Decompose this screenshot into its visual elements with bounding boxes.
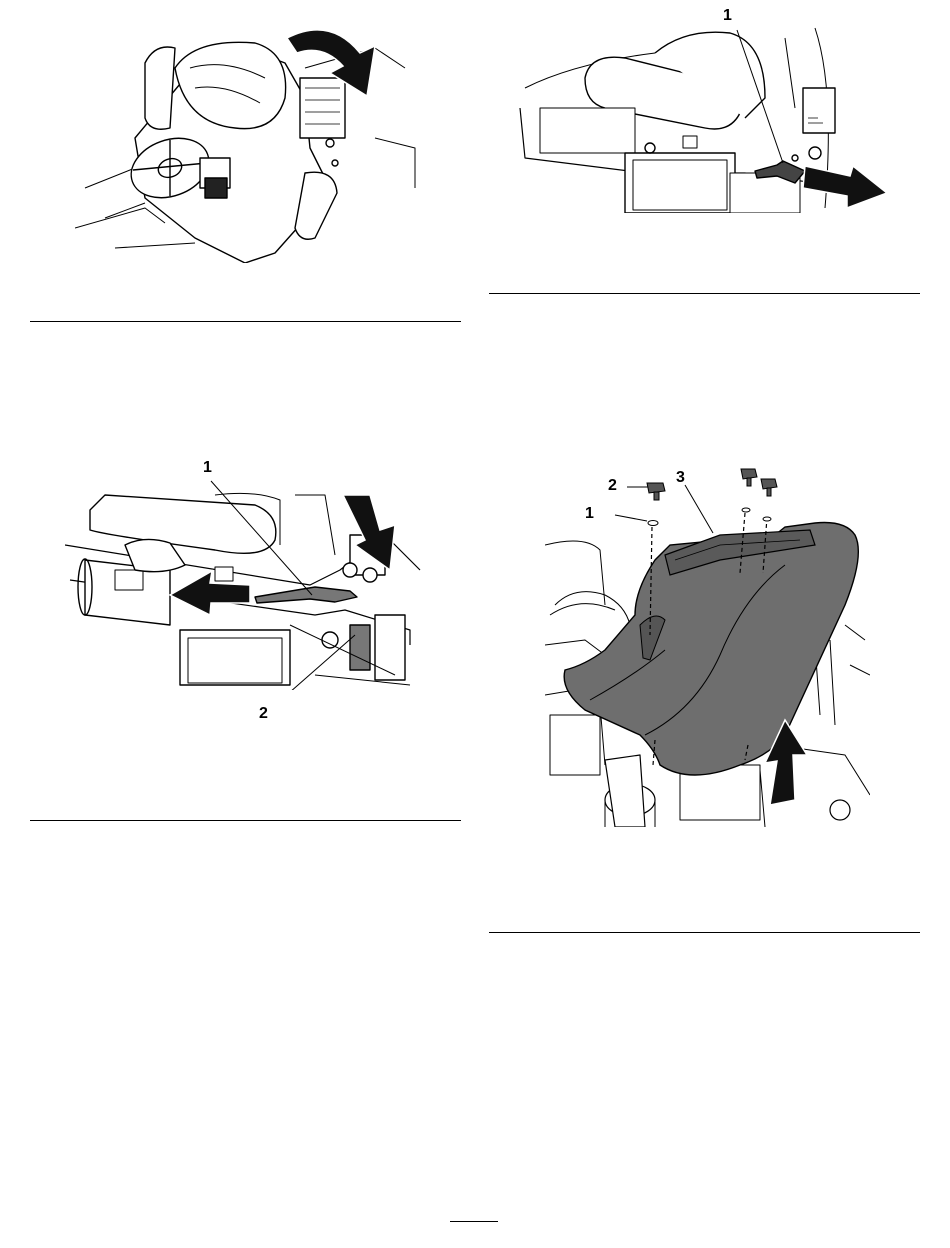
figure-seat-latch-slide xyxy=(515,8,895,213)
section-divider xyxy=(489,932,920,933)
section-divider xyxy=(30,820,461,821)
callout-2: 2 xyxy=(259,706,268,722)
callout-2: 2 xyxy=(608,478,617,494)
section-divider xyxy=(30,321,461,322)
callout-3: 3 xyxy=(676,470,685,486)
callout-1: 1 xyxy=(723,8,732,24)
figure-seat-tilt xyxy=(75,8,420,263)
callout-1: 1 xyxy=(585,506,594,522)
page-number-rule xyxy=(450,1221,498,1222)
callout-1: 1 xyxy=(203,460,212,476)
figure-seat-latch-release xyxy=(65,475,425,690)
left-arrow-icon xyxy=(170,571,250,615)
right-arrow-icon xyxy=(803,166,887,208)
section-divider xyxy=(489,293,920,294)
